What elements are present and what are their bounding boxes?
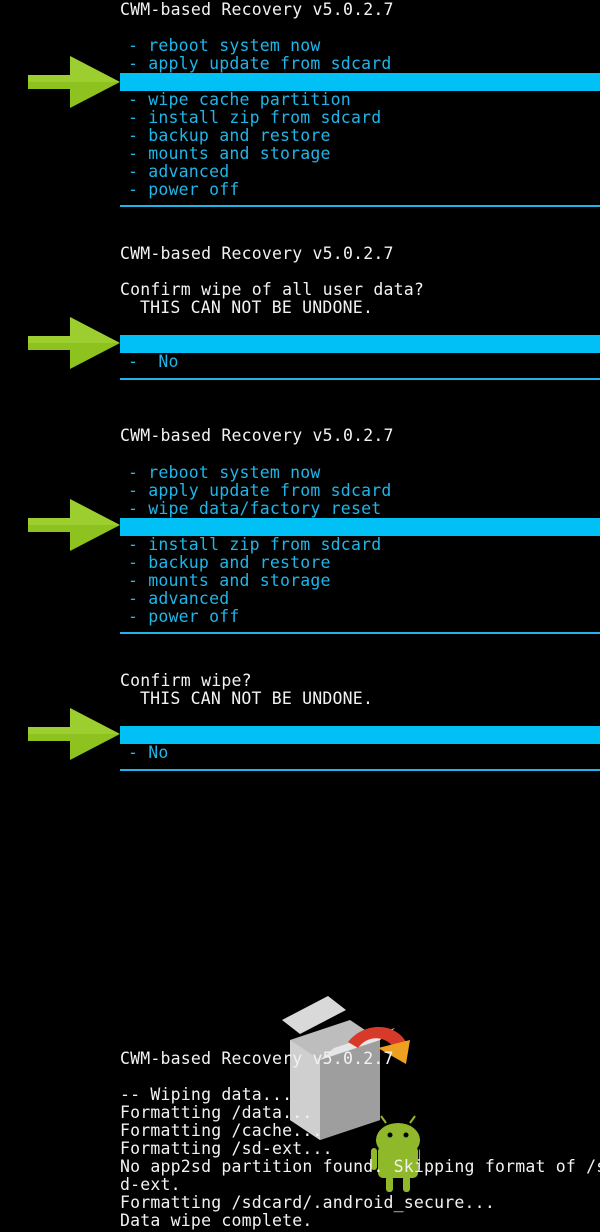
menu-item-backup-restore[interactable]: - backup and restore <box>128 553 331 572</box>
menu-divider <box>120 632 600 634</box>
selection-highlight <box>120 518 600 536</box>
log-line: Data wipe complete. <box>120 1211 313 1230</box>
menu-item-apply-update[interactable]: - apply update from sdcard <box>128 54 392 73</box>
confirm-question: Confirm wipe? <box>120 671 252 690</box>
log-line: Formatting /sdcard/.android_secure... <box>120 1193 495 1212</box>
menu-item-backup-restore[interactable]: - backup and restore <box>128 126 331 145</box>
selection-highlight <box>120 335 600 353</box>
right-arrow-icon <box>28 499 120 551</box>
log-line: Formatting /sd-ext... <box>120 1139 333 1158</box>
menu-item-wipe-data[interactable]: - wipe data/factory reset <box>128 499 382 518</box>
menu-item-wipe-cache[interactable]: - wipe cache partition <box>128 90 351 109</box>
menu-divider <box>120 769 600 771</box>
recovery-title: CWM-based Recovery v5.0.2.7 <box>120 244 394 263</box>
log-line: Formatting /data... <box>120 1103 313 1122</box>
menu-item-wipe-data[interactable]: - wipe data/factory reset <box>0 73 600 127</box>
confirm-no-option[interactable]: - No <box>128 743 169 762</box>
log-line: d-ext. <box>120 1175 181 1194</box>
android-installer-icon <box>282 996 420 1192</box>
menu-item-power-off[interactable]: - power off <box>128 180 240 199</box>
menu-item-reboot[interactable]: - reboot system now <box>128 463 321 482</box>
log-line: Formatting /cache... <box>120 1121 323 1140</box>
log-line: -- Wiping data... <box>120 1085 293 1104</box>
selection-highlight <box>120 726 600 744</box>
log-line: No app2sd partition found. Skipping form… <box>120 1157 600 1176</box>
menu-item-install-zip[interactable]: - install zip from sdcard <box>128 108 382 127</box>
menu-item-mounts-storage[interactable]: - mounts and storage <box>128 571 331 590</box>
menu-item-power-off[interactable]: - power off <box>128 607 240 626</box>
menu-divider <box>120 205 600 207</box>
right-arrow-icon <box>28 317 120 369</box>
menu-item-reboot[interactable]: - reboot system now <box>128 36 321 55</box>
menu-item-wipe-cache[interactable]: - wipe cache partition <box>0 518 600 572</box>
right-arrow-icon <box>28 708 120 760</box>
warning-text: THIS CAN NOT BE UNDONE. <box>140 689 374 708</box>
menu-item-mounts-storage[interactable]: - mounts and storage <box>128 144 331 163</box>
menu-divider <box>120 378 600 380</box>
menu-item-apply-update[interactable]: - apply update from sdcard <box>128 481 392 500</box>
recovery-title: CWM-based Recovery v5.0.2.7 <box>120 0 394 19</box>
right-arrow-icon <box>28 56 120 108</box>
menu-item-install-zip[interactable]: - install zip from sdcard <box>128 535 382 554</box>
menu-item-advanced[interactable]: - advanced <box>128 162 230 181</box>
warning-text: THIS CAN NOT BE UNDONE. <box>140 298 374 317</box>
confirm-question: Confirm wipe of all user data? <box>120 280 425 299</box>
confirm-no-option[interactable]: - No <box>128 352 179 371</box>
recovery-title: CWM-based Recovery v5.0.2.7 <box>120 426 394 445</box>
menu-item-advanced[interactable]: - advanced <box>128 589 230 608</box>
recovery-title: CWM-based Recovery v5.0.2.7 <box>120 1049 394 1068</box>
selection-highlight <box>120 73 600 91</box>
